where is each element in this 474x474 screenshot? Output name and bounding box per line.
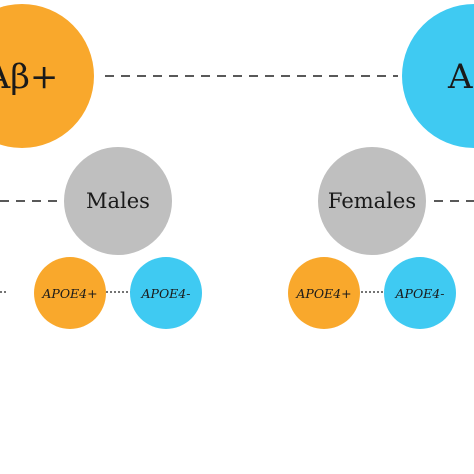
abeta-negative-label: Aβ xyxy=(447,57,474,97)
abeta-positive-label: Aβ+ xyxy=(0,57,58,97)
males-apoe4-positive-node xyxy=(34,257,106,329)
males-apoe4-positive-label: APOE4+ xyxy=(41,286,97,301)
males-node xyxy=(64,147,172,255)
abeta-negative-node xyxy=(402,4,474,148)
females-apoe4-positive-node xyxy=(288,257,360,329)
males-apoe4-negative-node xyxy=(130,257,202,329)
males-label: Males xyxy=(86,189,150,213)
females-node xyxy=(318,147,426,255)
females-apoe4-positive-label: APOE4+ xyxy=(295,286,351,301)
abeta-positive-node xyxy=(0,4,94,148)
females-apoe4-negative-node xyxy=(384,257,456,329)
males-apoe4-negative-label: APOE4- xyxy=(141,286,191,301)
females-label: Females xyxy=(328,189,416,213)
females-apoe4-negative-label: APOE4- xyxy=(395,286,445,301)
